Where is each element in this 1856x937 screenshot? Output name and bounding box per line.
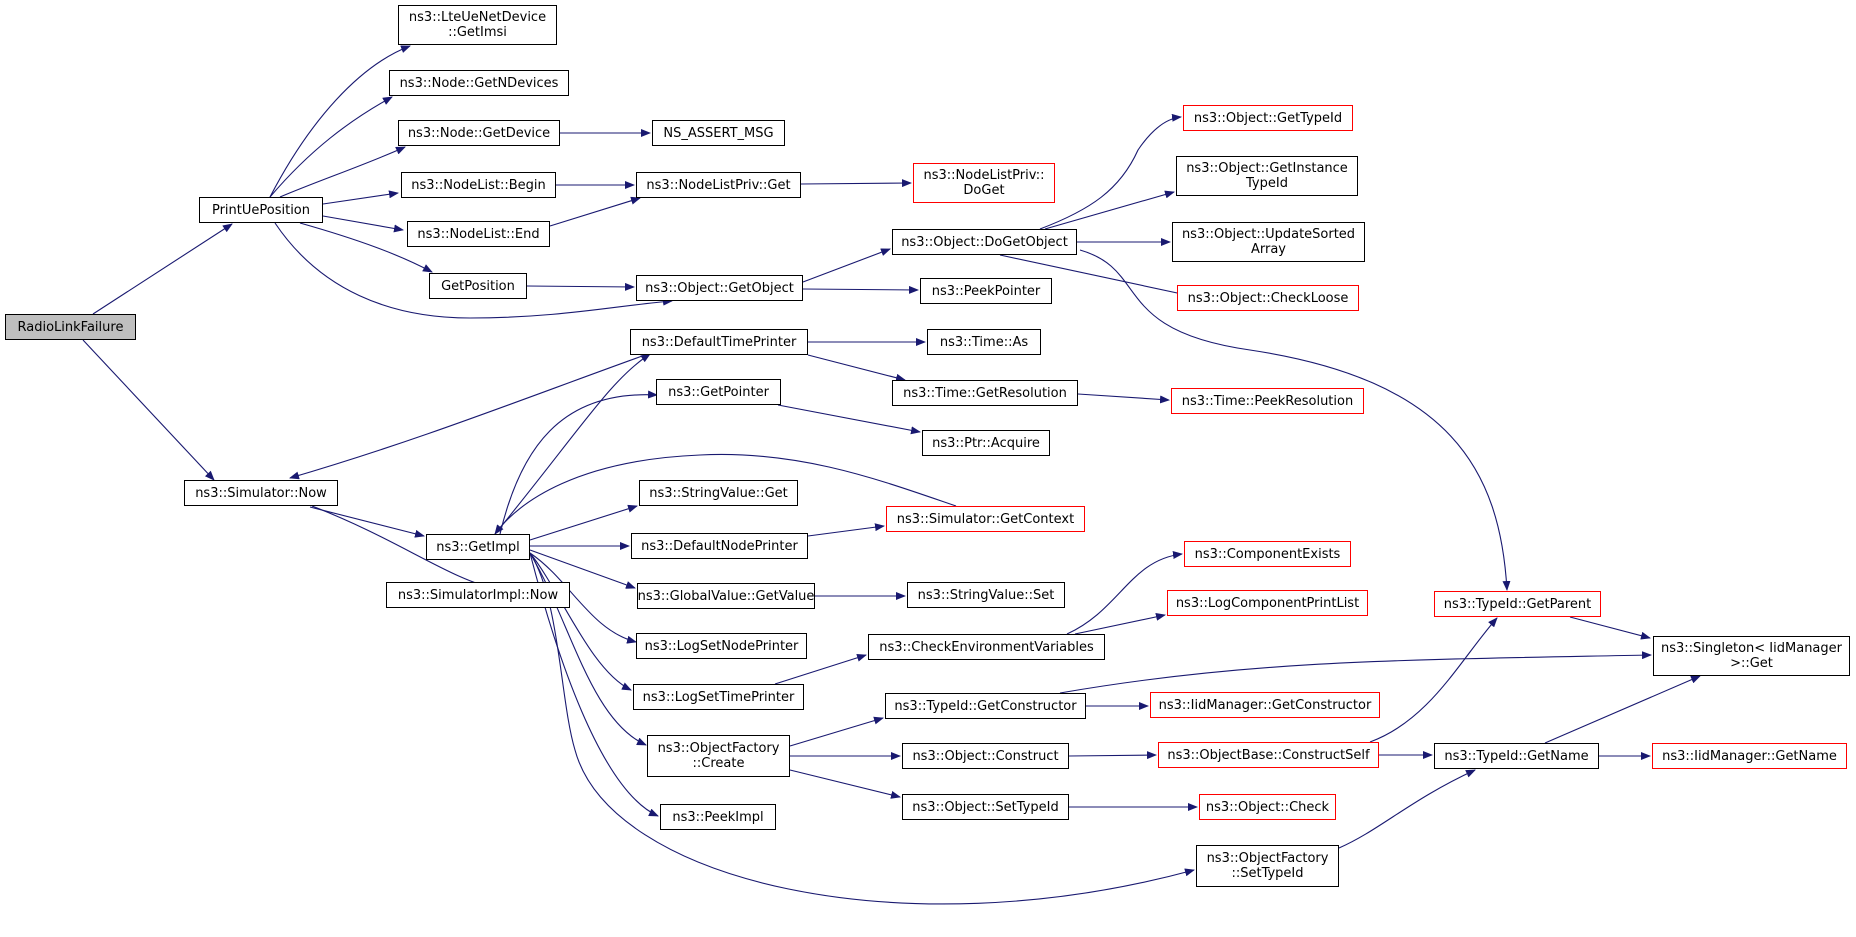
edge-from-checkenv — [1074, 612, 1166, 635]
node-object-checkloose[interactable]: ns3::Object::CheckLoose — [1177, 285, 1359, 311]
node-object-getobject[interactable]: ns3::Object::GetObject — [636, 275, 803, 301]
node-typeid-getparent[interactable]: ns3::TypeId::GetParent — [1434, 591, 1601, 617]
node-nodelist-end[interactable]: ns3::NodeList::End — [407, 221, 550, 247]
edge-from-simctx — [494, 453, 957, 535]
node-log-set-time-printer[interactable]: ns3::LogSetTimePrinter — [633, 684, 804, 710]
node-log-set-node-printer[interactable]: ns3::LogSetNodePrinter — [636, 633, 807, 659]
node-get-position[interactable]: GetPosition — [429, 273, 527, 299]
edge-from-dogetobj — [1044, 190, 1175, 230]
node-lte-ue-net-device-getimsi[interactable]: ns3::LteUeNetDevice ::GetImsi — [398, 5, 557, 45]
edge-from-nlend — [549, 196, 641, 227]
node-object-gettypeid[interactable]: ns3::Object::GetTypeId — [1183, 105, 1353, 131]
edge-from-checkenv — [1066, 551, 1183, 635]
edge-from-getobj — [802, 248, 891, 283]
node-singleton-iidmanager-get[interactable]: ns3::Singleton< IidManager >::Get — [1653, 636, 1850, 676]
node-object-dogetobject[interactable]: ns3::Object::DoGetObject — [892, 229, 1077, 255]
node-nodelist-begin[interactable]: ns3::NodeList::Begin — [401, 172, 556, 198]
node-object-check[interactable]: ns3::Object::Check — [1199, 794, 1336, 820]
edge-from-objbase — [1369, 617, 1498, 743]
edge-from-printue — [322, 190, 399, 205]
node-object-getinstancetypeid[interactable]: ns3::Object::GetInstance TypeId — [1176, 156, 1358, 196]
edge-from-printue — [279, 146, 406, 198]
node-typeid-getconstructor[interactable]: ns3::TypeId::GetConstructor — [885, 693, 1086, 719]
edge-from-printue — [274, 222, 673, 319]
edge-from-printue — [299, 222, 433, 273]
node-nodelistpriv-get[interactable]: ns3::NodeListPriv::Get — [636, 172, 801, 198]
edge-from-dogetobj — [1039, 113, 1182, 230]
node-peek-pointer[interactable]: ns3::PeekPointer — [920, 278, 1052, 304]
node-typeid-getname[interactable]: ns3::TypeId::GetName — [1434, 743, 1599, 769]
edge-from-getimpl — [529, 552, 632, 691]
node-object-construct[interactable]: ns3::Object::Construct — [902, 743, 1069, 769]
edge-from-logtime — [774, 653, 867, 685]
node-object-updatesortedarray[interactable]: ns3::Object::UpdateSorted Array — [1172, 222, 1365, 262]
edge-from-radio — [82, 339, 215, 481]
edge-from-getimpl — [529, 552, 647, 746]
edge-from-simnow — [309, 506, 425, 538]
edge-from-getptr — [777, 404, 921, 435]
edge-from-deftime — [289, 354, 646, 480]
node-get-impl[interactable]: ns3::GetImpl — [426, 534, 530, 560]
edge-from-getimpl — [499, 390, 658, 535]
node-peek-impl[interactable]: ns3::PeekImpl — [660, 804, 776, 830]
node-stringvalue-get[interactable]: ns3::StringValue::Get — [639, 480, 798, 506]
edge-from-getimpl — [529, 552, 1195, 905]
node-time-get-resolution[interactable]: ns3::Time::GetResolution — [892, 380, 1078, 406]
node-radio-link-failure[interactable]: RadioLinkFailure — [5, 314, 136, 340]
edge-from-getimpl — [529, 552, 637, 644]
edge-from-printue — [322, 215, 404, 233]
edge-from-deftime — [807, 354, 906, 382]
node-simulator-now[interactable]: ns3::Simulator::Now — [184, 480, 338, 506]
node-node-getndevices[interactable]: ns3::Node::GetNDevices — [389, 70, 569, 96]
node-objectbase-constructself[interactable]: ns3::ObjectBase::ConstructSelf — [1158, 742, 1379, 768]
edge-from-getpos — [526, 282, 635, 291]
node-time-peekresolution[interactable]: ns3::Time::PeekResolution — [1171, 388, 1364, 414]
edge-from-dogetobj — [1079, 249, 1511, 591]
node-ptr-acquire[interactable]: ns3::Ptr::Acquire — [922, 430, 1050, 456]
node-object-settypeid[interactable]: ns3::Object::SetTypeId — [902, 794, 1069, 820]
node-ns-assert-msg[interactable]: NS_ASSERT_MSG — [652, 120, 785, 146]
node-simulator-getcontext[interactable]: ns3::Simulator::GetContext — [886, 506, 1085, 532]
node-check-environment-variables[interactable]: ns3::CheckEnvironmentVariables — [868, 634, 1105, 660]
node-print-ue-position[interactable]: PrintUePosition — [199, 197, 323, 223]
edge-from-printue — [269, 45, 411, 198]
node-component-exists[interactable]: ns3::ComponentExists — [1184, 541, 1351, 567]
node-stringvalue-set[interactable]: ns3::StringValue::Set — [907, 582, 1065, 608]
node-default-node-printer[interactable]: ns3::DefaultNodePrinter — [631, 533, 808, 559]
edge-from-getimpl — [529, 504, 638, 541]
node-objectfactory-settypeid[interactable]: ns3::ObjectFactory ::SetTypeId — [1196, 845, 1339, 887]
node-simulatorimpl-now[interactable]: ns3::SimulatorImpl::Now — [386, 582, 570, 608]
node-iidmanager-getconstructor[interactable]: ns3::IidManager::GetConstructor — [1150, 692, 1380, 718]
node-globalvalue-getvalue[interactable]: ns3::GlobalValue::GetValue — [637, 583, 815, 609]
edge-from-tidname — [1544, 675, 1701, 744]
edge-from-objfset — [1338, 769, 1476, 849]
node-nodelistpriv-doget[interactable]: ns3::NodeListPriv:: DoGet — [913, 163, 1055, 203]
edge-from-getimpl — [529, 549, 636, 589]
edge-from-objfcreate — [789, 769, 901, 799]
edge-from-radio — [92, 223, 233, 315]
edge-from-tidparent — [1569, 616, 1651, 640]
node-node-getdevice[interactable]: ns3::Node::GetDevice — [398, 120, 560, 146]
edge-from-getimpl — [494, 353, 651, 535]
node-default-time-printer[interactable]: ns3::DefaultTimePrinter — [630, 329, 808, 355]
node-iidmanager-getname[interactable]: ns3::IidManager::GetName — [1652, 743, 1847, 769]
node-objectfactory-create[interactable]: ns3::ObjectFactory ::Create — [647, 735, 790, 777]
node-log-component-print-list[interactable]: ns3::LogComponentPrintList — [1167, 590, 1368, 616]
edge-from-objconstruct — [1068, 751, 1157, 760]
edge-from-defnode — [807, 523, 885, 537]
edge-from-printue — [269, 96, 393, 198]
node-time-as[interactable]: ns3::Time::As — [927, 329, 1041, 355]
edge-from-objfcreate — [789, 716, 884, 747]
edge-from-getobj — [802, 285, 919, 294]
edge-from-getres — [1077, 393, 1170, 404]
edge-from-tidctor — [1059, 651, 1652, 694]
edge-from-nlpget — [800, 179, 912, 188]
edge-from-dogetobj — [999, 254, 1197, 300]
node-get-pointer[interactable]: ns3::GetPointer — [656, 379, 781, 405]
